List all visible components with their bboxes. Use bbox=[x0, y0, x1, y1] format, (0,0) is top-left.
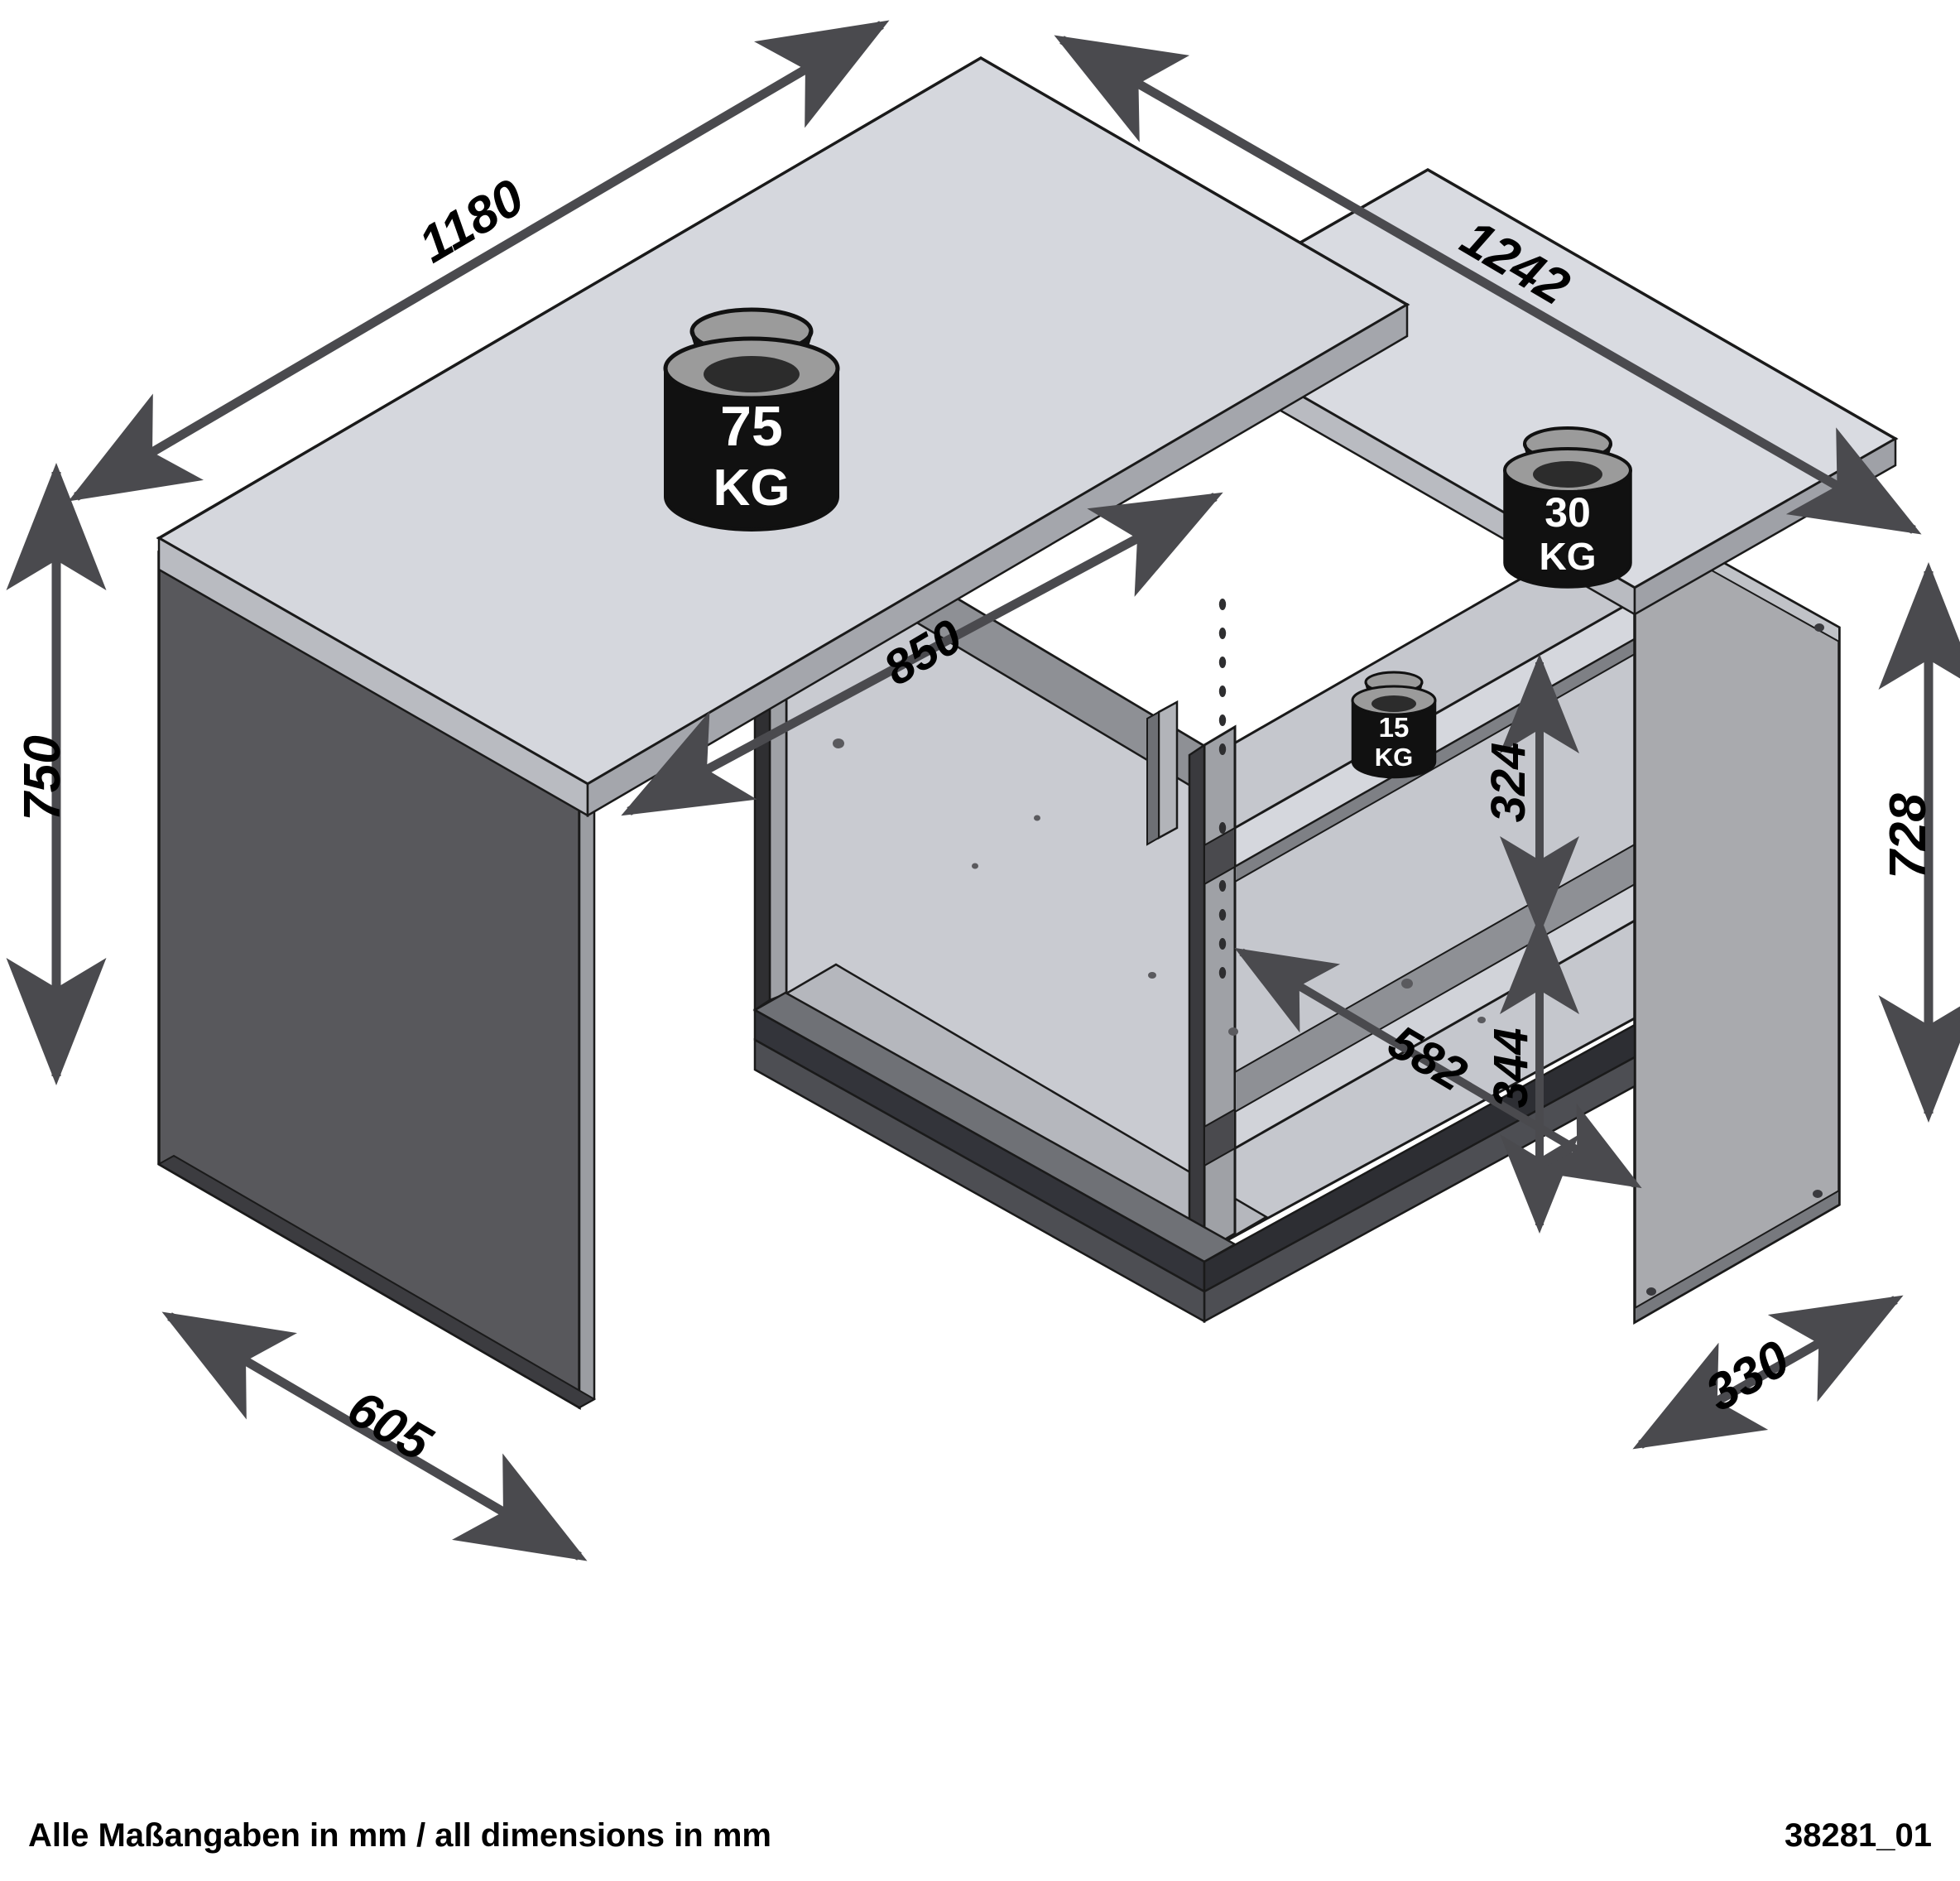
load-symbol-75kg: 75 KG bbox=[663, 307, 840, 532]
divider-face bbox=[1203, 724, 1237, 1254]
desk-leg-right-edge bbox=[578, 786, 596, 1410]
furniture-assembly bbox=[156, 55, 1899, 1411]
dim-line-582 bbox=[1234, 947, 1642, 1189]
dim-line-1242 bbox=[1054, 35, 1922, 535]
weight-body-30 bbox=[1503, 469, 1632, 589]
weight-knob-shadow-15 bbox=[1372, 695, 1416, 712]
dim-label-344: 344 bbox=[1484, 1028, 1538, 1109]
weight-body-75 bbox=[664, 368, 839, 532]
load-value-75: 75 bbox=[720, 395, 783, 458]
dim-line-1180 bbox=[68, 20, 890, 502]
dim-label-728: 728 bbox=[1880, 793, 1937, 879]
dim-line-605 bbox=[161, 1311, 588, 1561]
cabinet-centre-divider bbox=[1188, 599, 1237, 1264]
divider-front-edge bbox=[1188, 743, 1206, 1264]
handle-face bbox=[1157, 700, 1179, 840]
dim-label-605: 605 bbox=[338, 1379, 441, 1473]
dimension-annotations bbox=[6, 20, 1960, 1561]
dimension-labels: 1180 1242 750 605 850 324 344 582 728 33… bbox=[14, 169, 1937, 1473]
load-value-30: 30 bbox=[1544, 489, 1591, 536]
drawing-number: 38281_01 bbox=[1785, 1817, 1932, 1854]
load-unit-75: KG bbox=[713, 459, 790, 517]
dim-label-1180: 1180 bbox=[410, 169, 534, 274]
load-symbol-15kg: 15 KG bbox=[1351, 671, 1437, 779]
weight-knob-shadow-30 bbox=[1533, 461, 1602, 488]
footer-note: Alle Maßangaben in mm / all dimensions i… bbox=[28, 1817, 771, 1854]
load-symbol-30kg: 30 KG bbox=[1503, 426, 1632, 589]
load-unit-30: KG bbox=[1540, 535, 1597, 578]
load-value-15: 15 bbox=[1379, 712, 1410, 743]
weight-knob-shadow-75 bbox=[704, 356, 800, 392]
shelf-front-edge bbox=[1203, 826, 1236, 886]
load-unit-15: KG bbox=[1375, 743, 1414, 772]
cabinet-right-side-panel bbox=[1633, 511, 1841, 1325]
plinth-lower-left bbox=[753, 1037, 1206, 1324]
cabinet-door-handle[interactable] bbox=[1146, 700, 1179, 846]
dim-label-750: 750 bbox=[14, 735, 71, 820]
dim-line-330 bbox=[1632, 1295, 1904, 1450]
handle-side bbox=[1146, 710, 1160, 846]
dim-label-324: 324 bbox=[1482, 743, 1535, 823]
weight-body-15 bbox=[1351, 700, 1437, 779]
dim-line-850 bbox=[621, 492, 1223, 816]
